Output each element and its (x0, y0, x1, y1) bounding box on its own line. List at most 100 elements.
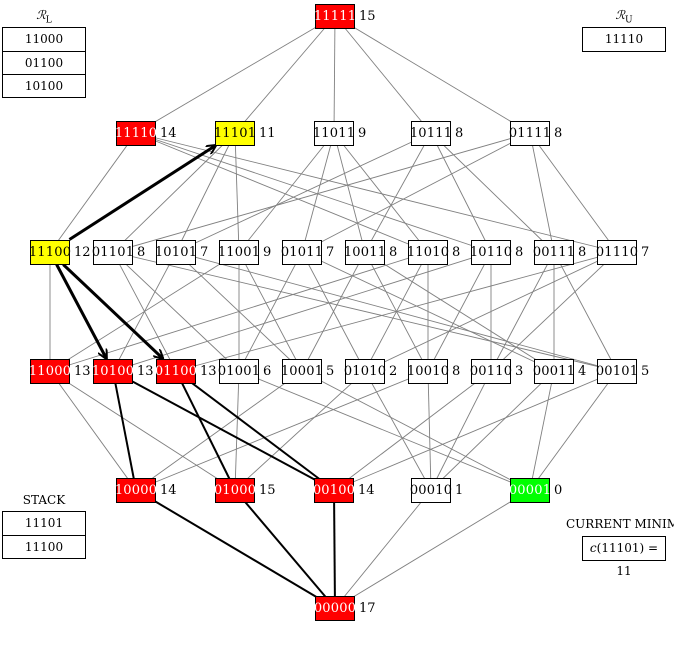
lattice-node-10001: 10001 (281, 358, 323, 384)
lattice-edge (430, 370, 492, 491)
search-arrow (55, 263, 107, 359)
stack-box: 11101 11100 (2, 511, 86, 559)
lattice-node-10000: 10000 (115, 477, 157, 503)
lattice-edge (529, 370, 618, 491)
lattice-edge (238, 370, 531, 491)
visited-edge (112, 370, 137, 491)
lattice-node-11110: 11110 (115, 120, 157, 146)
stack-item: 11100 (3, 535, 85, 558)
lattice-edge (135, 15, 336, 134)
lower-set-item: 11000 (24, 32, 64, 46)
upper-set-item: 11110 (604, 32, 644, 46)
lattice-edge (334, 489, 531, 609)
lower-set-title: ℛL (36, 8, 52, 26)
lower-set-item: 01100 (3, 51, 85, 74)
stack-item: 11101 (24, 516, 64, 530)
lattice-node-11011: 11011 (313, 120, 355, 146)
lattice-edge (112, 132, 531, 253)
lattice-edge (112, 251, 618, 372)
lattice-edge (234, 15, 336, 134)
lattice-node-01110: 01110 (596, 239, 638, 265)
lattice-node-01010: 01010 (344, 358, 386, 384)
upper-set-title: ℛU (615, 8, 633, 26)
lattice-edge (301, 132, 531, 253)
lattice-edge (175, 251, 618, 372)
stack-title: STACK (22, 493, 66, 507)
lattice-edge (175, 132, 236, 253)
lattice-node-00001: 00001 (509, 477, 551, 503)
lattice-edge (529, 370, 555, 491)
visited-edge (175, 370, 236, 491)
lattice-edge (333, 132, 429, 253)
lattice-edge (364, 132, 432, 253)
lattice-edge (334, 15, 531, 134)
lattice-edge (490, 251, 618, 372)
lattice-node-10010: 10010 (407, 358, 449, 384)
lattice-edge (427, 370, 432, 491)
lattice-node-01111: 01111 (509, 120, 551, 146)
lattice-node-11010: 11010 (407, 239, 449, 265)
lattice-edge (112, 251, 240, 372)
lattice-node-10101: 10101 (155, 239, 197, 265)
lattice-node-00000: 00000 (314, 595, 356, 621)
lattice-node-00111: 00111 (533, 239, 575, 265)
lattice-node-10111: 10111 (410, 120, 452, 146)
lattice-edge (234, 370, 366, 491)
lattice-edge (430, 370, 555, 491)
lower-set-item: 10100 (3, 74, 85, 97)
lattice-edge (135, 370, 429, 491)
search-arrow (62, 263, 163, 359)
current-minimum-title: CURRENT MINIMUM (566, 517, 674, 531)
lattice-node-01000: 01000 (214, 477, 256, 503)
lattice-edge (333, 15, 336, 134)
lattice-edge (135, 132, 429, 253)
lattice-node-10100: 10100 (92, 358, 134, 384)
lattice-node-00011: 00011 (533, 358, 575, 384)
visited-edge (234, 489, 336, 609)
lower-set-box: 11000 01100 10100 (2, 27, 86, 98)
lattice-edge (301, 251, 366, 372)
lattice-edge (135, 132, 492, 253)
lattice-node-01001: 01001 (218, 358, 260, 384)
lattice-edge (135, 370, 303, 491)
lattice-edge (49, 132, 137, 253)
lattice-edge (301, 132, 335, 253)
lattice-edge (529, 132, 555, 253)
lattice-edge (333, 132, 366, 253)
lattice-edge (334, 489, 432, 609)
current-minimum-box: c(11101) = 11 (582, 536, 666, 578)
visited-edge (112, 370, 335, 491)
lattice-edge (427, 251, 492, 372)
lattice-node-11100: 11100 (29, 239, 71, 265)
lattice-edge (175, 132, 432, 253)
upper-set-box: 11110 (582, 27, 666, 52)
lattice-edge (49, 251, 429, 372)
lattice-edge (364, 251, 618, 372)
lattice-edge (333, 370, 492, 491)
lattice-edge (238, 132, 335, 253)
lattice-edge (364, 370, 432, 491)
lattice-edge (49, 370, 137, 491)
visited-edge (135, 489, 336, 609)
visited-edge (333, 489, 336, 609)
lattice-edge (234, 370, 240, 491)
lattice-edge (333, 370, 618, 491)
lattice-edge (49, 251, 240, 372)
lattice-node-11000: 11000 (29, 358, 71, 384)
lattice-edge (234, 132, 240, 253)
lattice-node-00110: 00110 (470, 358, 512, 384)
lattice-edge (430, 132, 492, 253)
lattice-node-00101: 00101 (596, 358, 638, 384)
lattice-node-10110: 10110 (470, 239, 512, 265)
lattice-node-01100: 01100 (155, 358, 197, 384)
lattice-edge (301, 370, 531, 491)
lattice-node-01011: 01011 (281, 239, 323, 265)
lattice-node-00010: 00010 (410, 477, 452, 503)
lattice-edge (334, 15, 432, 134)
lattice-node-10011: 10011 (344, 239, 386, 265)
lattice-node-11111: 11111 (314, 3, 356, 29)
lattice-edge (430, 132, 555, 253)
